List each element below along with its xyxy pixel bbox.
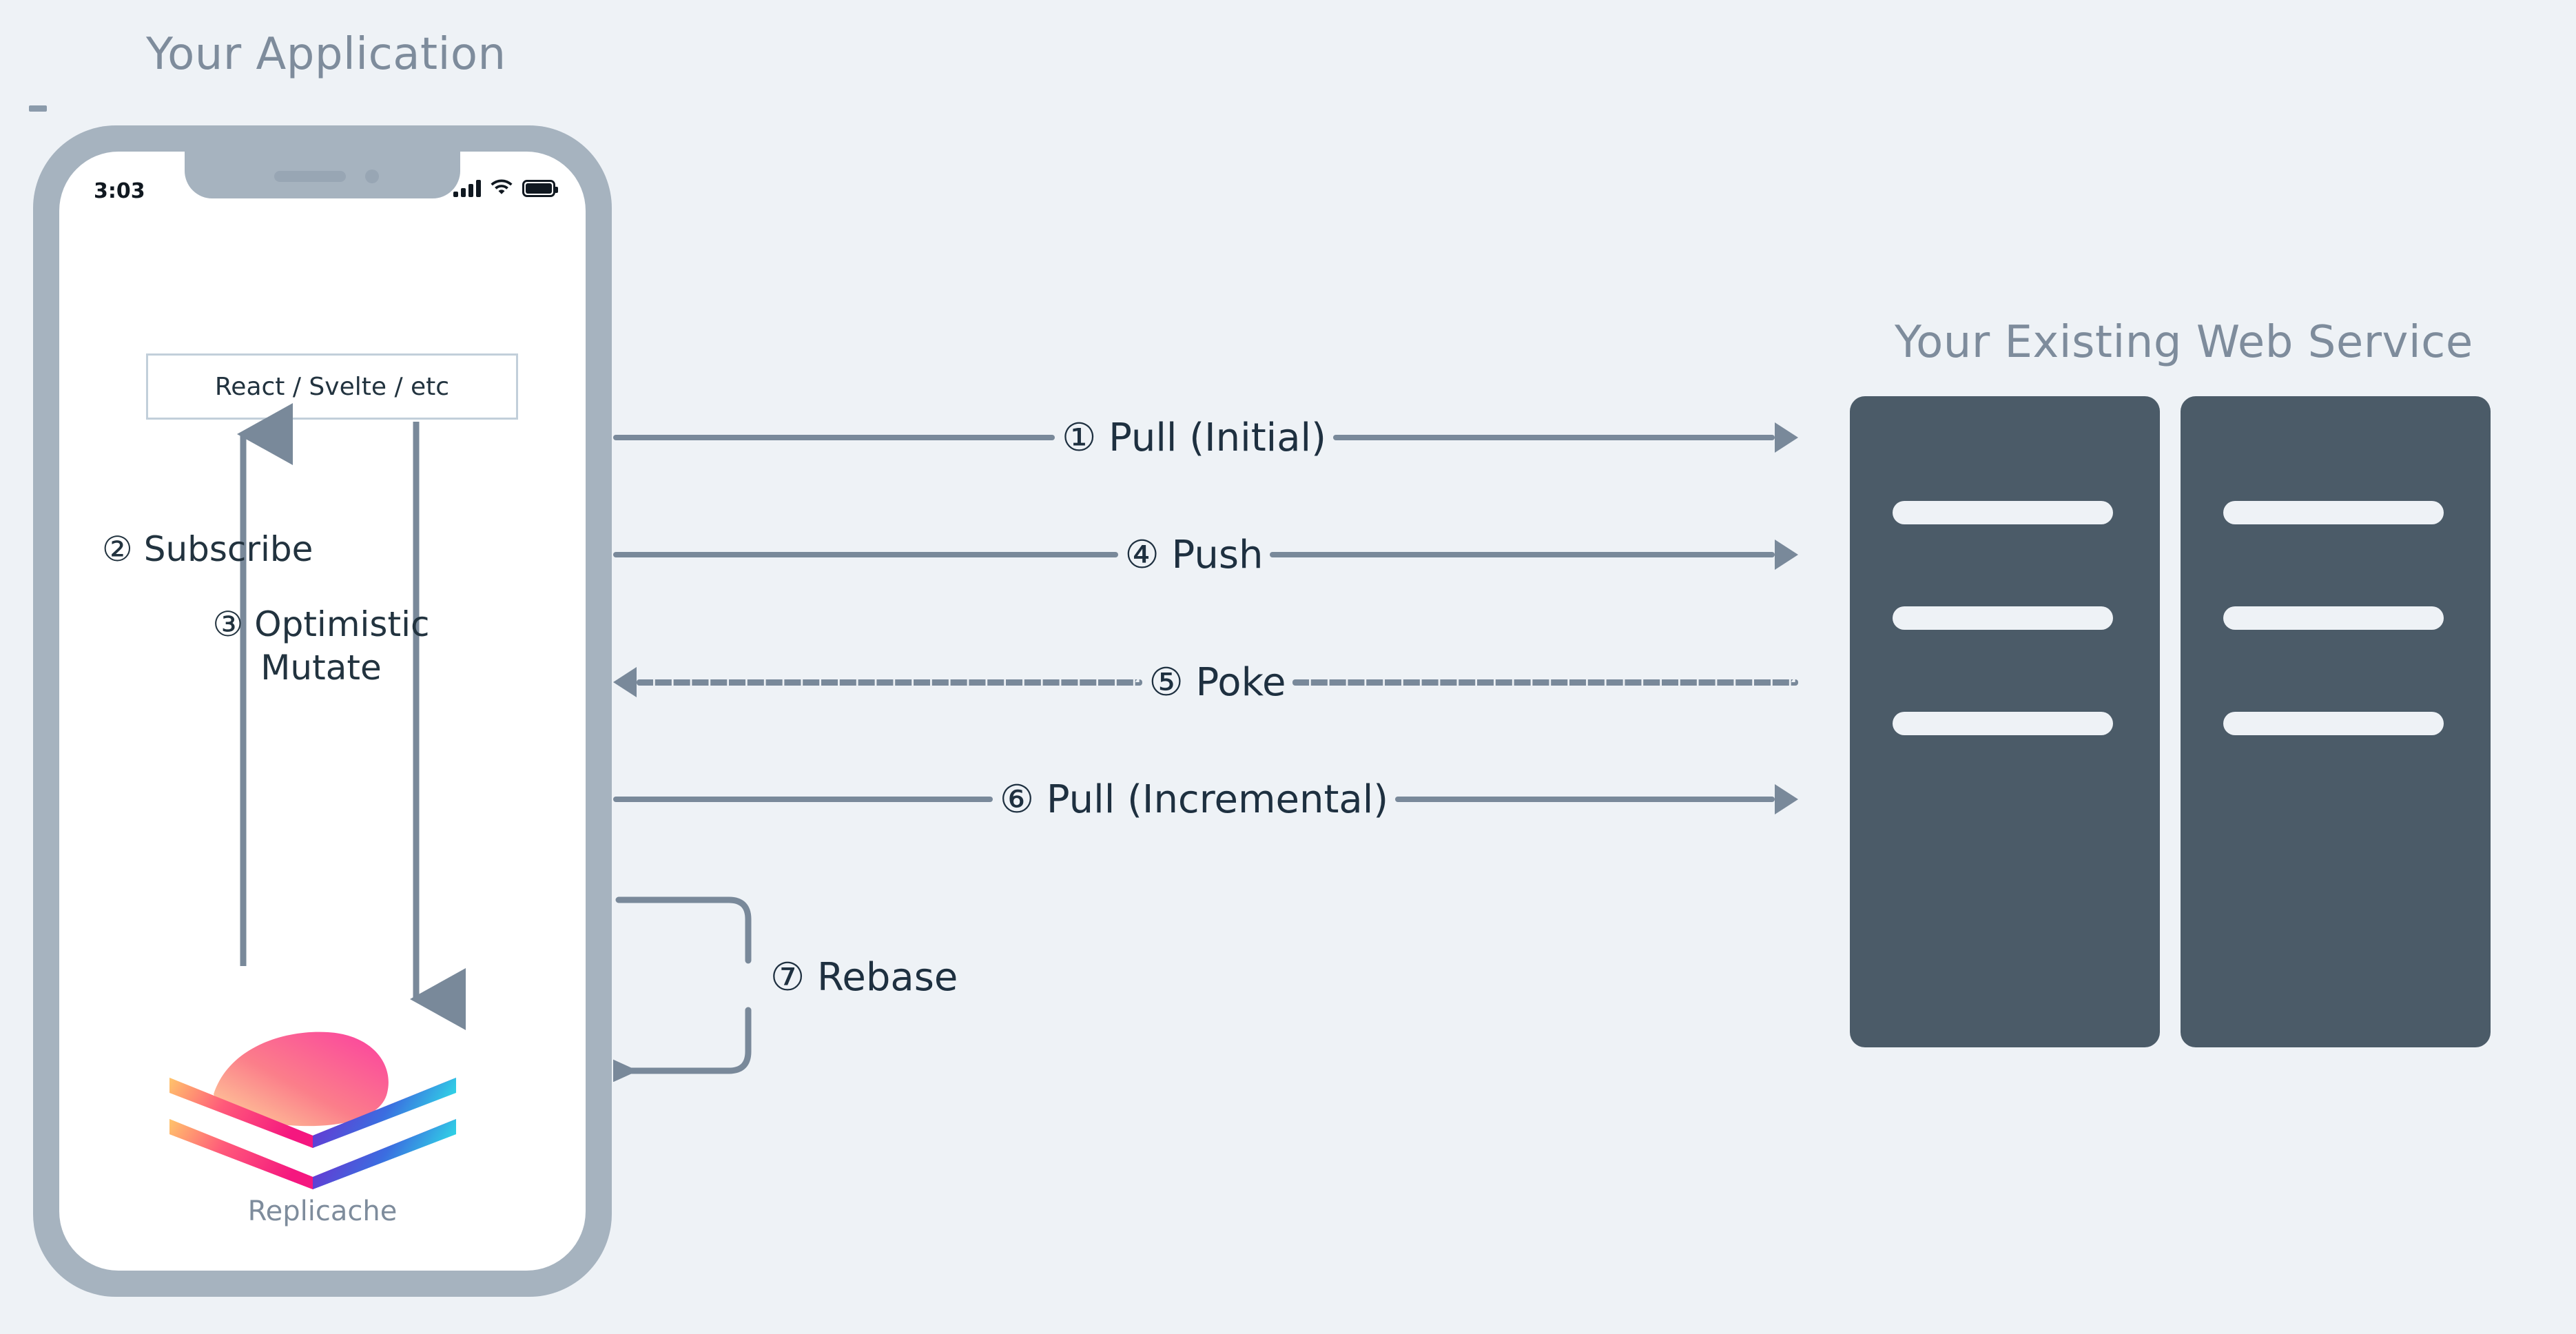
front-camera-icon xyxy=(365,170,379,183)
phone-device: 3:03 React / Svelte / etc xyxy=(33,125,612,1297)
subscribe-label: ② Subscribe xyxy=(102,529,313,569)
arrowhead-right-icon xyxy=(1775,422,1799,453)
phone-screen: 3:03 React / Svelte / etc xyxy=(59,152,586,1271)
arrowhead-right-icon xyxy=(1775,784,1799,814)
wifi-icon xyxy=(490,176,513,197)
flow-line-right xyxy=(1270,552,1775,557)
flow-line-left xyxy=(613,797,993,802)
phone-internal-arrows xyxy=(237,403,466,1030)
page-title-application: Your Application xyxy=(146,29,506,80)
flow-line-right xyxy=(1395,797,1775,802)
server-rack xyxy=(1850,396,2160,1047)
speaker-grille-icon xyxy=(274,171,346,182)
flow-pull-initial: ① Pull (Initial) xyxy=(613,415,1799,460)
flow-label-pull-initial: ① Pull (Initial) xyxy=(1062,415,1326,460)
replicache-logo-icon xyxy=(163,1017,463,1189)
framework-box-label: React / Svelte / etc xyxy=(214,372,450,401)
signal-icon xyxy=(453,179,481,197)
phone-notch xyxy=(185,152,460,198)
flow-pull-incremental: ⑥ Pull (Incremental) xyxy=(613,777,1799,822)
flow-line-left xyxy=(613,552,1118,557)
replicache-label: Replicache xyxy=(247,1196,398,1227)
flow-push: ④ Push xyxy=(613,532,1799,577)
server-rack xyxy=(2181,396,2491,1047)
arrowhead-right-icon xyxy=(1775,540,1799,570)
optimistic-mutate-label: ③ Optimistic Mutate xyxy=(212,604,430,688)
flow-rebase: ⑦ Rebase xyxy=(570,889,1054,1102)
web-service-racks xyxy=(1850,396,2491,1047)
flow-label-push: ④ Push xyxy=(1124,532,1264,577)
flow-label-poke: ⑤ Poke xyxy=(1148,659,1286,705)
server-slot xyxy=(1893,501,2113,524)
flow-label-pull-incremental: ⑥ Pull (Incremental) xyxy=(999,777,1389,822)
page-title-web-service: Your Existing Web Service xyxy=(1895,317,2473,368)
battery-icon xyxy=(522,180,558,197)
server-slot xyxy=(2223,606,2444,630)
status-bar-time: 3:03 xyxy=(94,179,145,203)
status-bar-icons xyxy=(453,176,558,197)
flow-line-right xyxy=(1332,435,1775,440)
arrowhead-left-icon xyxy=(613,667,637,697)
server-slot xyxy=(1893,712,2113,735)
framework-box: React / Svelte / etc xyxy=(146,353,518,420)
dash-mark-decoration xyxy=(29,105,47,112)
flow-line-right-dashed xyxy=(1292,679,1798,686)
flow-label-rebase: ⑦ Rebase xyxy=(770,955,958,1000)
flow-line-left xyxy=(613,435,1055,440)
flow-line-left-dashed xyxy=(637,679,1142,686)
server-slot xyxy=(2223,712,2444,735)
server-slot xyxy=(1893,606,2113,630)
flow-poke: ⑤ Poke xyxy=(613,659,1798,705)
server-slot xyxy=(2223,501,2444,524)
rebase-loop-path xyxy=(570,896,752,1102)
